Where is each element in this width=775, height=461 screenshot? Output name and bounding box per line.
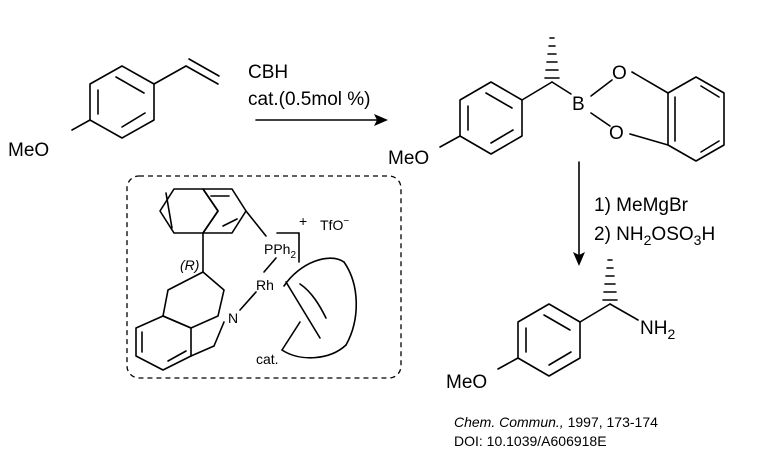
citation-reference: Chem. Commun., 1997, 173-174 <box>454 414 658 430</box>
counterion-triflate: TfO− <box>320 216 349 233</box>
naphthalene-ring-2 <box>202 188 247 234</box>
reagent-step-1: 1) MeMgBr <box>594 195 689 216</box>
catalyst-dashed-box <box>126 175 402 379</box>
rhodium-label: Rh <box>256 277 274 293</box>
catalyst-structure: + TfO− PPh2 (R) Rh N cat. <box>126 175 402 379</box>
methoxy-label: MeO <box>388 148 429 169</box>
methoxy-label: MeO <box>8 140 49 161</box>
methoxy-label: MeO <box>446 372 487 393</box>
citation: Chem. Commun., 1997, 173-174 DOI: 10.103… <box>454 414 658 449</box>
phosphine-label: PPh2 <box>264 241 296 261</box>
catalyst-caption: cat. <box>256 351 279 367</box>
oxygen-label-2: O <box>609 123 624 144</box>
boron-label: B <box>572 94 585 115</box>
intermediate-boronate-ester: B O O MeO <box>388 37 725 169</box>
product-chiral-amine: NH2 MeO <box>446 259 675 393</box>
reaction-arrow-1: CBH cat.(0.5mol %) <box>248 62 388 126</box>
starting-material-4-methoxystyrene: MeO <box>8 58 220 161</box>
reagent-step-2: 2) NH2OSO3H <box>594 224 715 248</box>
stereo-descriptor: (R) <box>180 257 199 273</box>
reagent-catalyst-loading: cat.(0.5mol %) <box>248 89 370 110</box>
oxygen-label-1: O <box>612 63 627 84</box>
reaction-arrow-2: 1) MeMgBr 2) NH2OSO3H <box>573 161 715 266</box>
reagent-cbh: CBH <box>248 62 288 83</box>
nitrogen-label: N <box>228 310 238 326</box>
cation-charge: + <box>299 213 307 229</box>
isoquinoline-ring-2 <box>135 315 192 371</box>
amine-label: NH2 <box>640 318 675 342</box>
citation-doi: DOI: 10.1039/A606918E <box>454 433 607 449</box>
